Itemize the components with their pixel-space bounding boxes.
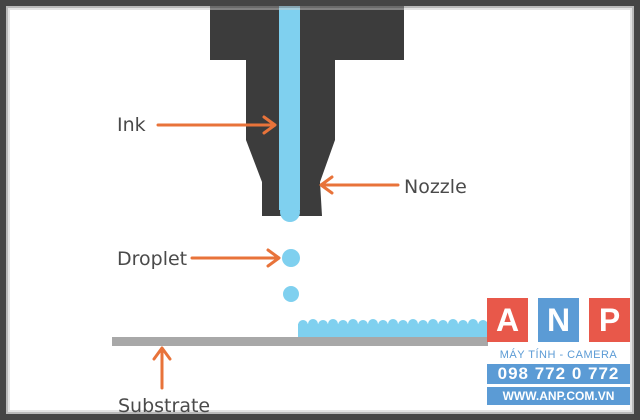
deposited-ink-layer: [298, 319, 488, 337]
nozzle-label: Nozzle: [404, 176, 467, 198]
droplet-mark: [283, 286, 299, 302]
substrate-arrow: [152, 346, 172, 390]
logo-letter-n: N: [538, 298, 579, 342]
anp-watermark-logo: A N P MÁY TÍNH - CAMERA 098 772 0 772 WW…: [487, 298, 630, 410]
nozzle-arrow: [319, 175, 400, 195]
logo-tagline: MÁY TÍNH - CAMERA: [499, 349, 618, 361]
ink-tip-drop: [280, 202, 300, 222]
ink-channel: [279, 0, 300, 210]
ink-arrow: [156, 115, 277, 135]
substrate-label: Substrate: [118, 395, 211, 417]
logo-website: WWW.ANP.COM.VN: [487, 387, 630, 405]
nozzle-body: [210, 0, 404, 216]
droplet-label: Droplet: [117, 248, 188, 270]
logo-phone: 098 772 0 772: [487, 364, 630, 384]
droplet-mark: [282, 249, 300, 267]
logo-letter-a: A: [487, 298, 528, 342]
ink-label: Ink: [117, 114, 146, 136]
substrate-bar: [112, 337, 488, 346]
logo-letter-p: P: [589, 298, 630, 342]
droplet-arrow: [190, 248, 281, 268]
